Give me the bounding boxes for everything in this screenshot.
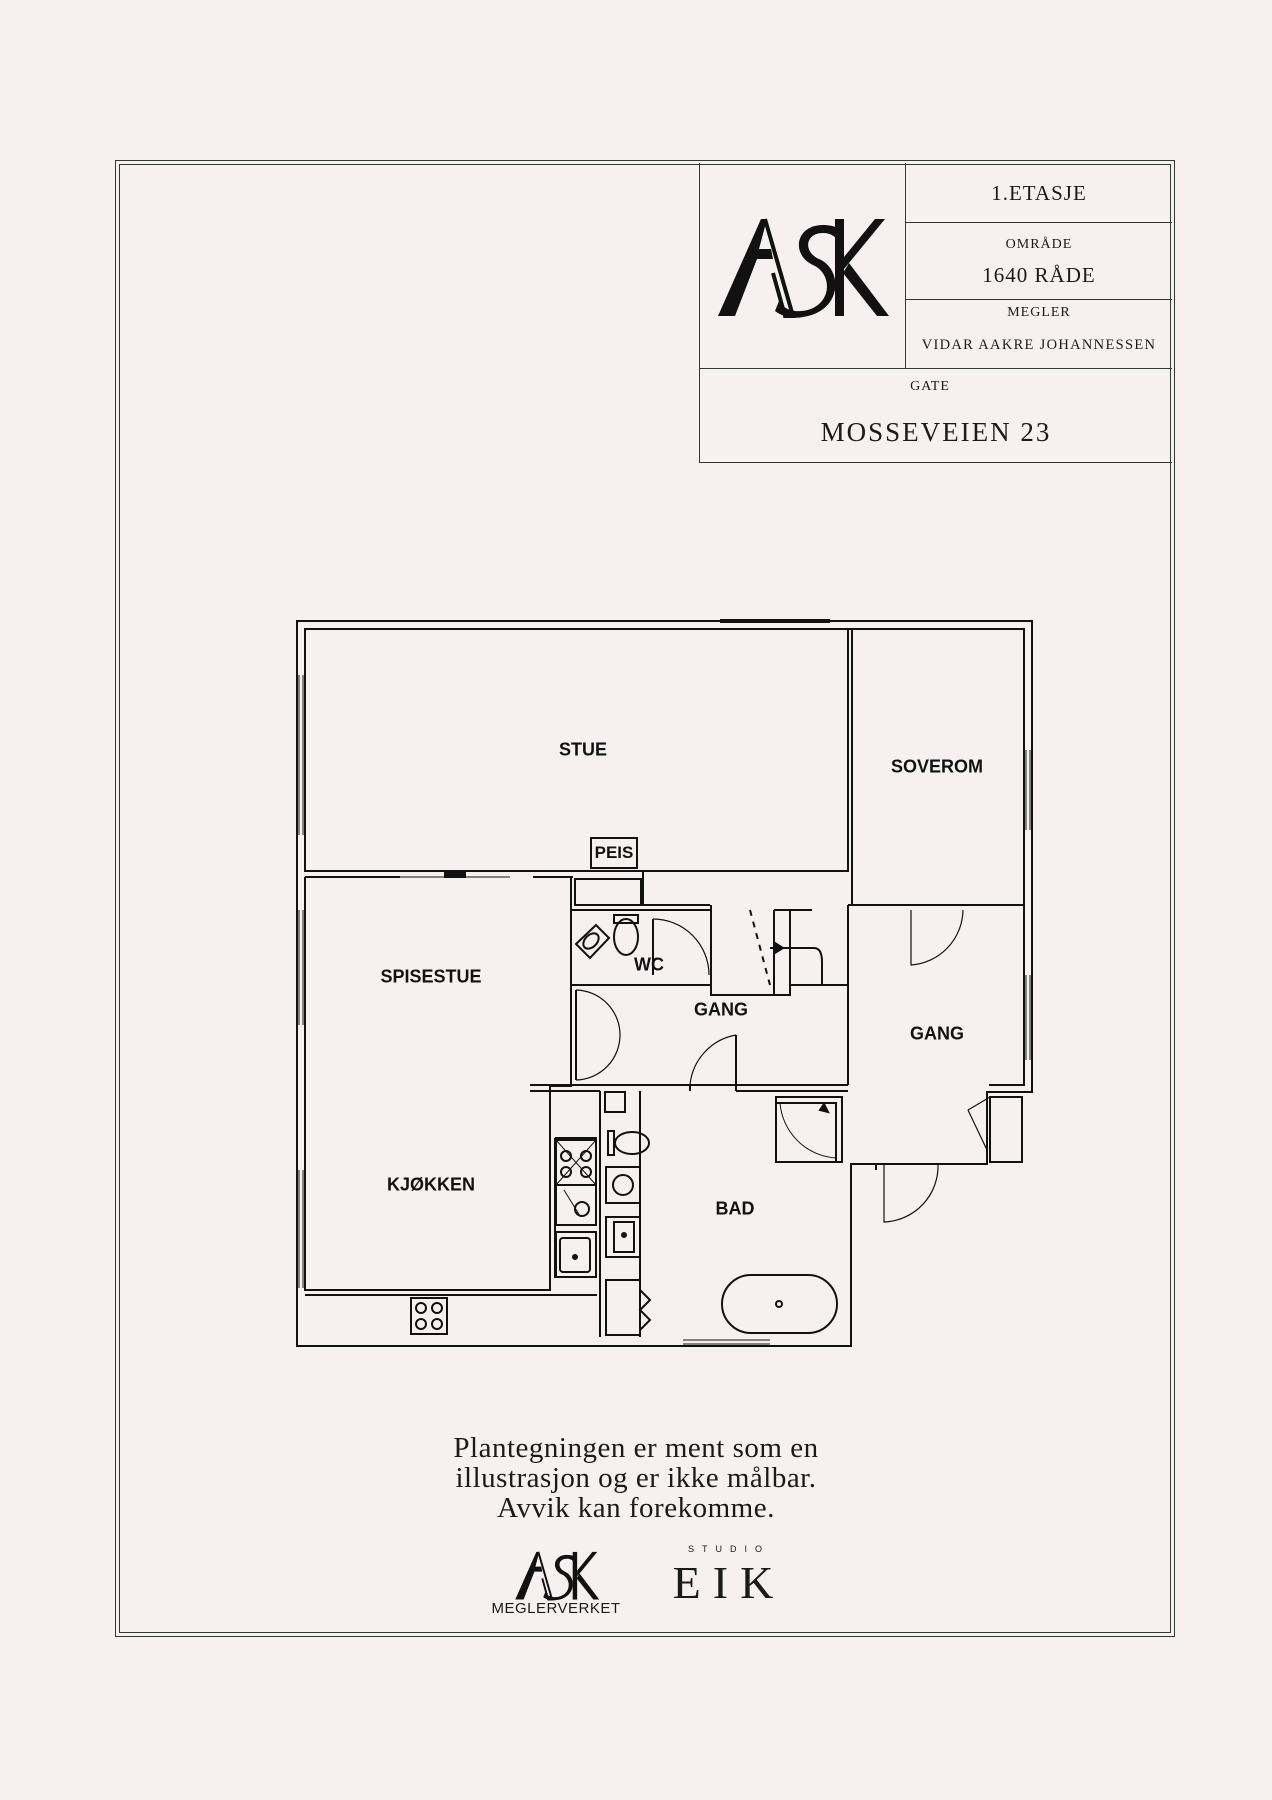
room-gang-1: GANG	[694, 999, 748, 1020]
agent-label: MEGLER	[1007, 305, 1071, 320]
disclaimer-line-2: illustrasjon og er ikke målbar.	[455, 1462, 817, 1494]
floor-cell: 1.ETASJE	[906, 163, 1172, 223]
room-bad: BAD	[715, 1198, 755, 1219]
street-cell: GATE MOSSEVEIEN 23	[700, 368, 1172, 463]
street-label: GATE	[910, 379, 950, 394]
room-soverom: SOVEROM	[890, 756, 984, 777]
street-value: MOSSEVEIEN 23	[820, 417, 1052, 447]
ask-logo-mark	[717, 217, 889, 318]
floor-label: 1.ETASJE	[991, 181, 1087, 205]
eik-logo: EIK	[672, 1557, 786, 1608]
room-peis: PEIS	[594, 843, 634, 862]
studio-label: STUDIO	[687, 1544, 770, 1554]
ask-footer-logo	[515, 1551, 600, 1601]
agent-cell: MEGLER VIDAR AAKRE JOHANNESSEN	[906, 300, 1172, 368]
outer-wall	[296, 620, 1033, 1347]
room-stue: STUE	[558, 739, 608, 760]
agent-value: VIDAR AAKRE JOHANNESSEN	[921, 337, 1157, 353]
disclaimer: Plantegningen er ment som en illustrasjo…	[336, 1433, 936, 1523]
peis-box	[590, 837, 638, 869]
room-spisestue: SPISESTUE	[380, 966, 482, 987]
room-wc: WC	[634, 954, 664, 975]
area-value: 1640 RÅDE	[982, 263, 1096, 287]
page-frame	[115, 160, 1175, 1637]
room-kjokken: KJØKKEN	[386, 1174, 476, 1195]
disclaimer-line-3: Avvik kan forekomme.	[497, 1492, 775, 1524]
area-cell: OMRÅDE 1640 RÅDE	[906, 223, 1172, 300]
area-label: OMRÅDE	[1005, 237, 1073, 252]
room-gang-2: GANG	[910, 1023, 964, 1044]
ask-logo	[700, 163, 906, 368]
meglerverket-label: MEGLERVERKET	[491, 1600, 621, 1617]
title-block: 1.ETASJE OMRÅDE 1640 RÅDE MEGLER VIDAR A…	[699, 163, 1172, 463]
disclaimer-line-1: Plantegningen er ment som en	[453, 1432, 819, 1464]
